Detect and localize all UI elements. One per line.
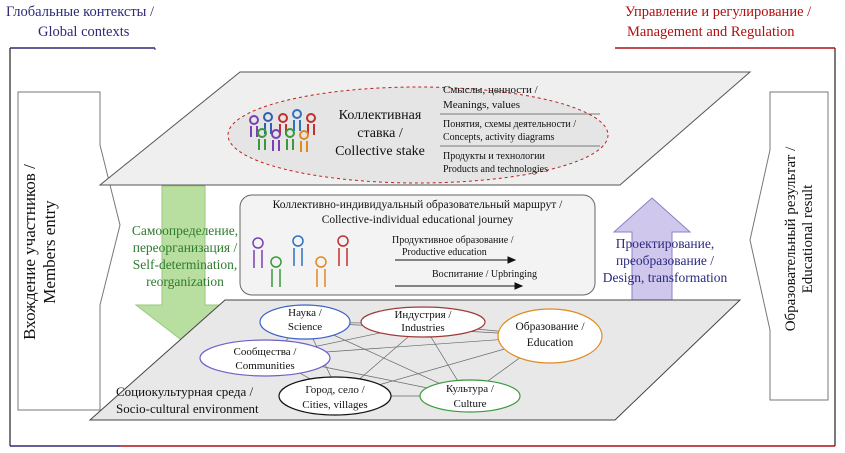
journey-box xyxy=(239,194,596,296)
members-entry-chevron xyxy=(17,91,121,411)
members-entry-en: Members entry xyxy=(40,200,59,304)
socio-cultural-en: Socio-cultural environment xyxy=(116,401,259,416)
education-en: Education xyxy=(526,337,574,349)
global-contexts-en: Global contexts xyxy=(38,24,130,40)
upbringing-label: Воспитание / Upbringing xyxy=(432,269,538,280)
communities-ru: Сообщества / xyxy=(233,346,297,358)
node-communities xyxy=(199,339,331,377)
frame xyxy=(9,47,836,447)
self-determination-l2: переорганизация / xyxy=(132,240,238,255)
collective-stake-en: Collective stake xyxy=(335,144,425,159)
people-icons-middle xyxy=(252,235,349,287)
science-en: Science xyxy=(287,321,323,333)
collective-stake-ellipse xyxy=(227,86,609,184)
industries-en: Industries xyxy=(401,322,445,334)
productive-en: Productive education xyxy=(402,247,487,258)
meanings-ru: Смыслы, ценности / xyxy=(443,84,538,96)
journey-ru: Коллективно-индивидуальный образовательн… xyxy=(272,199,563,211)
design-l3: Design, transformation xyxy=(602,270,728,285)
meanings-en: Meanings, values xyxy=(443,99,520,111)
journey-en: Collective-individual educational journe… xyxy=(321,214,514,226)
design-l1: Проектирование, xyxy=(615,236,715,251)
education-ru: Образование / xyxy=(515,321,585,333)
communities-en: Communities xyxy=(235,360,295,372)
products-en: Products and technologies xyxy=(443,164,548,175)
node-cities xyxy=(278,376,392,416)
node-industries xyxy=(360,306,486,338)
educational-result-label: Образовательный результат / Educational … xyxy=(783,89,817,389)
educational-result-ru: Образовательный результат / xyxy=(783,146,799,332)
concepts-ru: Понятия, схемы деятельности / xyxy=(443,119,577,130)
people-icons-top xyxy=(249,109,316,152)
cities-ru: Город, село / xyxy=(305,384,365,396)
collective-stake-ru1: Коллективная xyxy=(338,108,422,123)
productive-ru: Продуктивное образование / xyxy=(392,235,514,246)
self-determination-l3: Self-determination, xyxy=(132,257,238,272)
management-en: Management and Regulation xyxy=(627,24,795,40)
culture-ru: Культура / xyxy=(446,383,494,395)
culture-en: Culture xyxy=(453,398,487,410)
self-determination-l1: Самоопределение, xyxy=(131,223,239,238)
socio-cultural-ru: Социокультурная среда / xyxy=(116,384,254,399)
management-ru: Управление и регулирование / xyxy=(625,4,812,20)
members-entry-label: Вхождение участников / Members entry xyxy=(20,102,60,402)
science-ru: Наука / xyxy=(288,307,322,319)
collective-stake-ru2: ставка / xyxy=(357,126,403,141)
educational-result-chevron xyxy=(749,91,829,401)
products-ru: Продукты и технологии xyxy=(443,151,545,162)
cities-en: Cities, villages xyxy=(302,399,368,411)
concepts-en: Concepts, activity diagrams xyxy=(443,132,555,143)
journey-arrows xyxy=(395,256,524,290)
node-science xyxy=(259,304,351,340)
self-determination-l4: reorganization xyxy=(146,274,224,289)
node-culture xyxy=(419,379,521,413)
industries-ru: Индустрия / xyxy=(394,309,452,321)
design-l2: преобразование / xyxy=(615,253,715,268)
members-entry-ru: Вхождение участников / xyxy=(20,164,39,340)
educational-result-en: Educational result xyxy=(800,184,816,294)
global-contexts-ru: Глобальные контексты / xyxy=(6,4,155,20)
node-education xyxy=(497,308,603,364)
